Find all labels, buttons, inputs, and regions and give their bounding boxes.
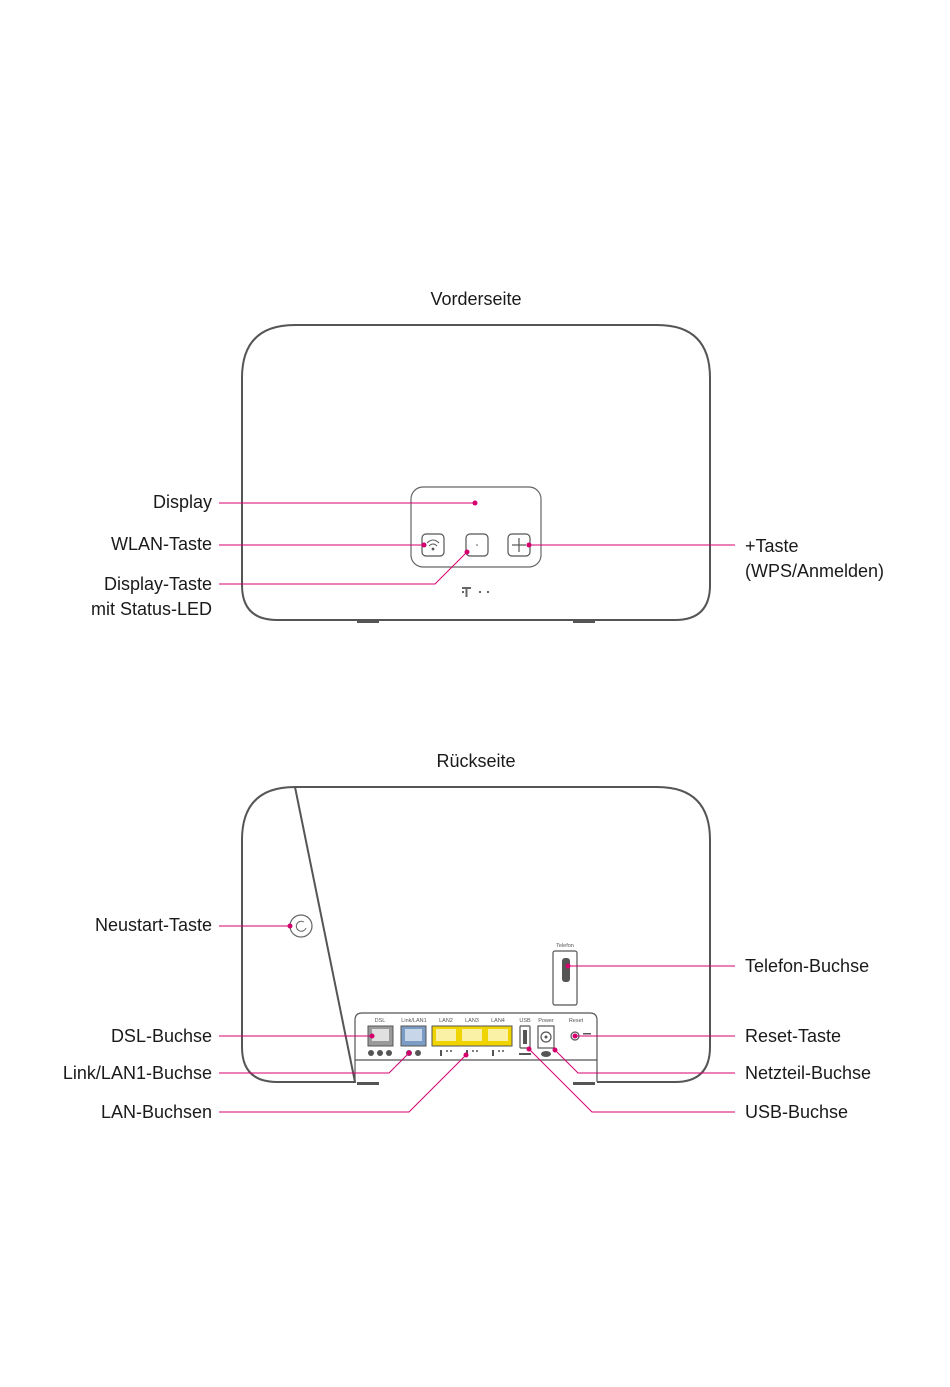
power-port[interactable]: Power — [538, 1018, 554, 1057]
restart-icon — [296, 921, 306, 931]
label-lan-ports: LAN-Buchsen — [101, 1099, 212, 1125]
label-usb-port: USB-Buchse — [745, 1099, 848, 1125]
link-lan1-port[interactable]: Link/LAN1 — [401, 1018, 427, 1056]
reset-button[interactable]: Reset — [569, 1018, 591, 1040]
display-panel — [411, 487, 541, 567]
label-wlan-button: WLAN-Taste — [111, 531, 212, 557]
router-back: Telefon DSL Link/LAN1 LAN2 LAN3 LAN4 — [219, 787, 735, 1112]
telefon-port-label: Telefon — [556, 943, 574, 949]
label-link-lan1-port: Link/LAN1-Buchse — [63, 1060, 212, 1086]
router-front — [219, 325, 735, 623]
lan2-port-label: LAN2 — [439, 1018, 453, 1024]
power-port-label: Power — [538, 1018, 554, 1024]
label-phone-port: Telefon-Buchse — [745, 953, 869, 979]
label-plus-button: +Taste — [745, 533, 799, 559]
label-restart-button: Neustart-Taste — [95, 912, 212, 938]
lan-ports[interactable]: LAN2 LAN3 LAN4 — [432, 1018, 512, 1056]
dsl-port-label: DSL — [375, 1018, 386, 1024]
label-power-port: Netzteil-Buchse — [745, 1060, 871, 1086]
status-led-icon — [476, 544, 478, 546]
lan3-port-label: LAN3 — [465, 1018, 479, 1024]
label-reset-button: Reset-Taste — [745, 1023, 841, 1049]
label-wps: (WPS/Anmelden) — [745, 558, 884, 584]
label-display-button: Display-Taste — [104, 571, 212, 597]
phone-port[interactable]: Telefon — [553, 943, 577, 1005]
label-dsl-port: DSL-Buchse — [111, 1023, 212, 1049]
restart-button[interactable] — [290, 915, 312, 937]
plus-icon — [512, 538, 526, 552]
label-display: Display — [153, 489, 212, 515]
reset-port-label: Reset — [569, 1018, 584, 1024]
link-lan1-port-label: Link/LAN1 — [401, 1018, 426, 1024]
label-status-led: mit Status-LED — [91, 596, 212, 622]
lan4-port-label: LAN4 — [491, 1018, 505, 1024]
wifi-icon — [427, 540, 439, 550]
usb-port-label: USB — [519, 1018, 531, 1024]
telekom-logo-icon — [462, 587, 489, 597]
